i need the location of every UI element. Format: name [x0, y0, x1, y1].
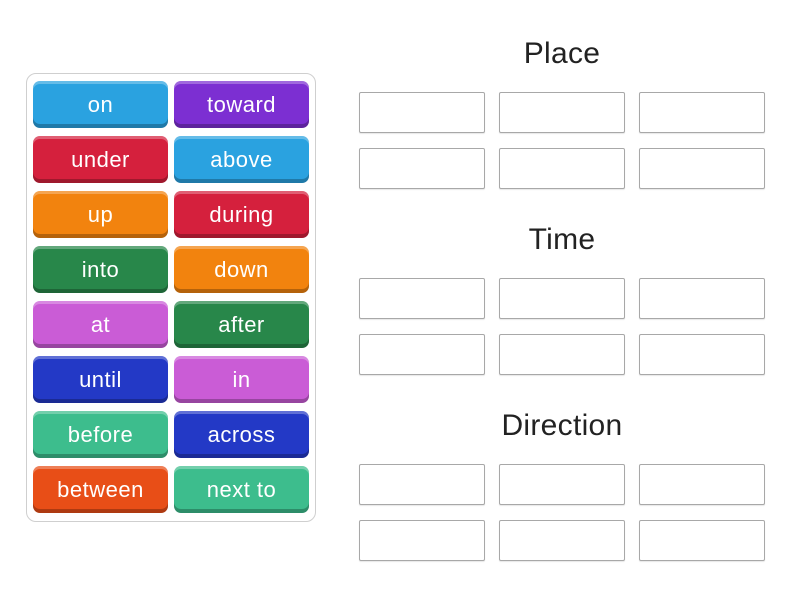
word-tile-at[interactable]: at [33, 301, 168, 348]
word-tile-label: toward [206, 91, 277, 117]
drop-slot-direction-2[interactable] [499, 464, 625, 505]
word-tile-label: until [79, 366, 122, 392]
word-tile-between[interactable]: between [33, 466, 168, 513]
word-tile-up[interactable]: up [33, 191, 168, 238]
drop-slot-place-2[interactable] [499, 92, 625, 133]
drop-slot-place-1[interactable] [359, 92, 485, 133]
word-tile-label: on [87, 91, 114, 117]
word-tile-label: at [90, 311, 111, 337]
category-group-direction: Direction [359, 408, 765, 561]
drop-slot-direction-4[interactable] [359, 520, 485, 561]
category-groups: Place Time Direction [359, 36, 765, 594]
word-tile-label: above [210, 146, 273, 172]
category-title: Place [523, 37, 601, 70]
slot-grid [359, 278, 765, 375]
drop-slot-time-1[interactable] [359, 278, 485, 319]
word-tile-label: between [57, 476, 144, 502]
word-tile-on[interactable]: on [33, 81, 168, 128]
word-tile-toward[interactable]: toward [174, 81, 309, 128]
word-tile-label: down [214, 256, 269, 282]
drop-slot-time-5[interactable] [499, 334, 625, 375]
word-tile-label: after [218, 311, 265, 337]
drop-slot-time-6[interactable] [639, 334, 765, 375]
category-title: Time [528, 223, 596, 256]
category-group-time: Time [359, 222, 765, 375]
drop-slot-direction-3[interactable] [639, 464, 765, 505]
drop-slot-time-2[interactable] [499, 278, 625, 319]
word-tile-label: during [209, 201, 274, 227]
word-tile-label: into [81, 256, 120, 282]
word-tile-under[interactable]: under [33, 136, 168, 183]
drop-slot-direction-1[interactable] [359, 464, 485, 505]
word-tile-label: before [67, 421, 134, 447]
drop-slot-time-3[interactable] [639, 278, 765, 319]
word-tile-label: under [71, 146, 130, 172]
drop-slot-direction-6[interactable] [639, 520, 765, 561]
drop-slot-place-3[interactable] [639, 92, 765, 133]
word-tile-above[interactable]: above [174, 136, 309, 183]
drop-slot-place-6[interactable] [639, 148, 765, 189]
word-tile-before[interactable]: before [33, 411, 168, 458]
word-tile-into[interactable]: into [33, 246, 168, 293]
slot-grid [359, 92, 765, 189]
word-tile-label: in [232, 366, 251, 392]
slot-grid [359, 464, 765, 561]
word-tile-label: across [207, 421, 276, 447]
word-tile-label: up [87, 201, 114, 227]
word-tile-label: next to [206, 476, 277, 502]
word-tile-until[interactable]: until [33, 356, 168, 403]
drop-slot-place-5[interactable] [499, 148, 625, 189]
category-group-place: Place [359, 36, 765, 189]
word-tile-during[interactable]: during [174, 191, 309, 238]
word-tile-tray: on toward under above up during into dow… [26, 73, 316, 522]
category-title: Direction [501, 409, 623, 442]
word-tile-grid: on toward under above up during into dow… [33, 81, 309, 513]
word-tile-in[interactable]: in [174, 356, 309, 403]
word-tile-down[interactable]: down [174, 246, 309, 293]
drop-slot-direction-5[interactable] [499, 520, 625, 561]
word-tile-after[interactable]: after [174, 301, 309, 348]
drop-slot-place-4[interactable] [359, 148, 485, 189]
word-tile-next-to[interactable]: next to [174, 466, 309, 513]
word-tile-across[interactable]: across [174, 411, 309, 458]
drop-slot-time-4[interactable] [359, 334, 485, 375]
